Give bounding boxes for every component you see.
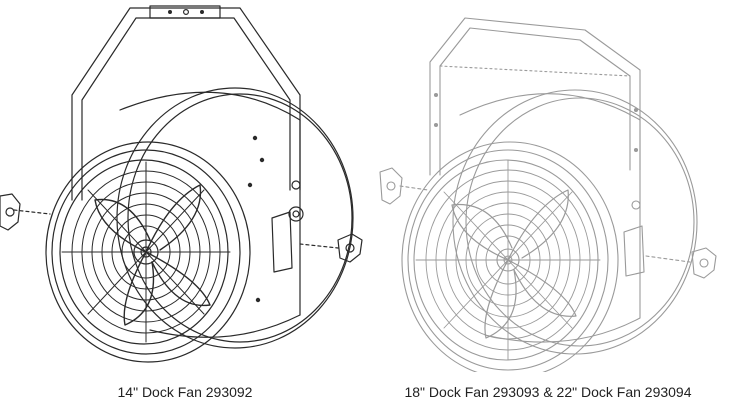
housing-cylinder	[119, 91, 301, 338]
left-mount-knob	[0, 193, 51, 231]
front-guard-ring	[45, 141, 251, 363]
dock-fan-18-22-svg	[379, 17, 717, 379]
fan-blades	[451, 189, 577, 339]
fan-hub	[496, 248, 520, 272]
caption-18-22-dock-fan: 18" Dock Fan 293093 & 22" Dock Fan 29309…	[404, 384, 692, 400]
rear-shroud	[116, 87, 354, 349]
left-mount-knob	[379, 167, 429, 205]
caption-14-dock-fan: 14" Dock Fan 293092	[117, 384, 253, 400]
right-mount-knob	[271, 206, 363, 273]
dock-fan-14-drawing	[0, 0, 370, 372]
right-mount-knob	[623, 225, 717, 279]
fan-hub	[133, 239, 159, 265]
fan-blades	[94, 184, 211, 326]
dock-fan-18-22-drawing	[370, 0, 734, 379]
dock-fan-14-svg	[0, 5, 363, 363]
yoke-bracket	[429, 17, 641, 210]
yoke-bracket	[71, 5, 301, 201]
guard-wires	[61, 161, 231, 343]
